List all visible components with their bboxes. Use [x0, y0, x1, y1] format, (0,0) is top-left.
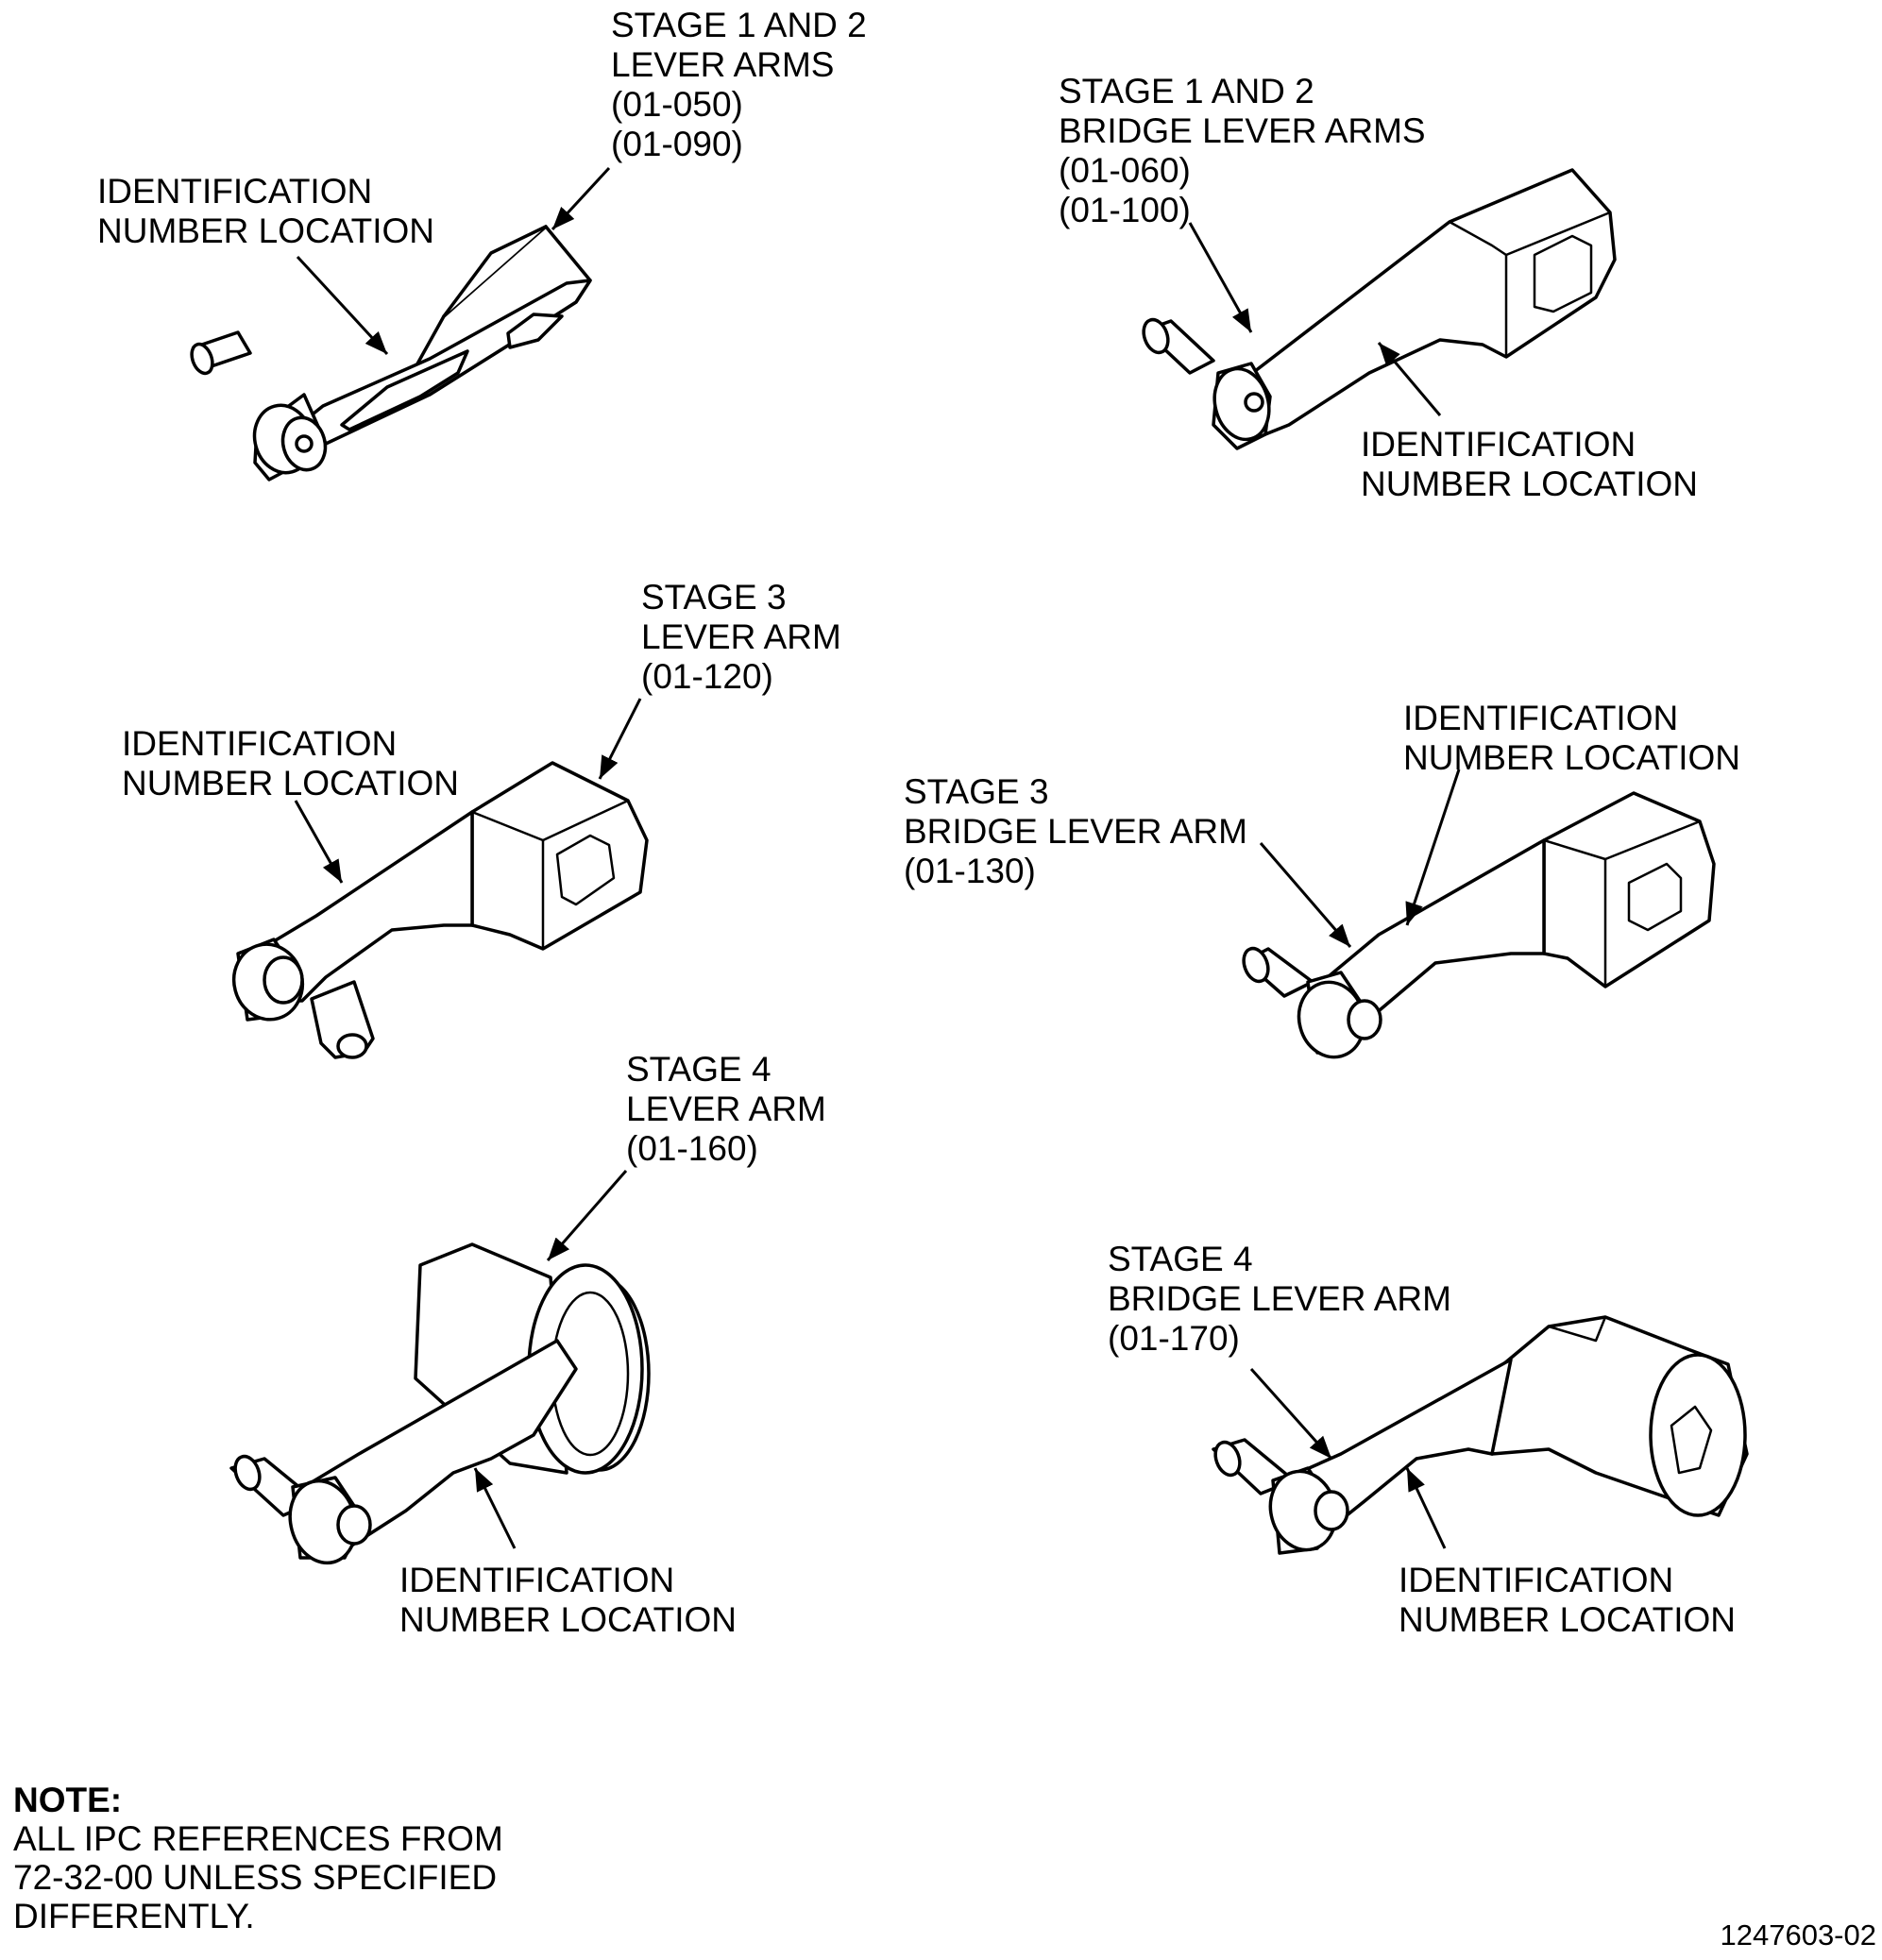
leader-s12-bridge	[1188, 222, 1253, 333]
callout-line: (01-130)	[904, 852, 1036, 890]
stage-3-bridge-lever-arm-part	[1242, 791, 1716, 1059]
leader-s12-lever	[551, 166, 611, 231]
stage-1-2-lever-arm-part	[190, 225, 592, 482]
callout-line: (01-100)	[1059, 191, 1191, 229]
note-block: NOTE: ALL IPC REFERENCES FROM 72-32-00 U…	[13, 1781, 503, 1935]
figure-number: 1247603-02	[1720, 1918, 1877, 1952]
callout-line: NUMBER LOCATION	[1399, 1600, 1737, 1639]
callout-line: NUMBER LOCATION	[399, 1600, 738, 1639]
callout-line: (01-120)	[641, 657, 773, 696]
note-line: ALL IPC REFERENCES FROM	[13, 1819, 503, 1858]
callout-line: (01-090)	[611, 125, 743, 163]
callout-line: (01-050)	[611, 85, 743, 124]
leader-s12-lever-id	[296, 255, 389, 356]
leader-s12-bridge-id	[1377, 342, 1442, 416]
callout-line: STAGE 1 AND 2	[611, 6, 867, 44]
callout-line: IDENTIFICATION	[97, 172, 373, 211]
callout-line: NUMBER LOCATION	[97, 211, 435, 250]
stage-3-lever-arm-part	[231, 761, 649, 1059]
leader-s3-bridge	[1259, 842, 1352, 948]
leader-s4-bridge	[1249, 1367, 1333, 1461]
leader-lines	[294, 166, 1461, 1549]
leader-s3-bridge-id	[1405, 769, 1461, 926]
callout-line: IDENTIFICATION	[399, 1561, 675, 1599]
note-line: 72-32-00 UNLESS SPECIFIED	[13, 1858, 498, 1897]
callout-line: BRIDGE LEVER ARM	[1108, 1279, 1451, 1318]
callout-line: IDENTIFICATION	[1403, 699, 1679, 737]
leader-s3-lever	[598, 698, 642, 780]
callout-line: STAGE 4	[626, 1050, 771, 1089]
leader-s4-bridge-id	[1405, 1467, 1447, 1549]
callout-line: IDENTIFICATION	[122, 724, 398, 763]
callout-line: (01-170)	[1108, 1319, 1240, 1358]
callout-line: STAGE 4	[1108, 1240, 1253, 1278]
callout-line: STAGE 1 AND 2	[1059, 72, 1314, 110]
leader-s4-lever	[546, 1170, 628, 1261]
stage-4-bridge-lever-arm-part	[1212, 1315, 1749, 1555]
callout-line: BRIDGE LEVER ARMS	[1059, 111, 1426, 150]
note-title: NOTE:	[13, 1781, 123, 1819]
callout-line: LEVER ARMS	[611, 45, 835, 84]
note-line: DIFFERENTLY.	[13, 1897, 255, 1935]
stage-1-2-bridge-lever-arm-part	[1142, 168, 1617, 450]
stage-4-lever-arm-part	[229, 1242, 651, 1565]
callout-line: NUMBER LOCATION	[1361, 465, 1699, 503]
leader-s3-lever-id	[294, 800, 344, 884]
callout-line: (01-060)	[1059, 151, 1191, 190]
callout-line: STAGE 3	[641, 578, 787, 617]
callout-line: IDENTIFICATION	[1399, 1561, 1674, 1599]
callout-line: (01-160)	[626, 1129, 758, 1168]
callout-line: STAGE 3	[904, 772, 1049, 811]
callout-line: LEVER ARM	[641, 617, 841, 656]
callout-line: NUMBER LOCATION	[122, 764, 460, 803]
callout-line: BRIDGE LEVER ARM	[904, 812, 1247, 851]
callout-line: IDENTIFICATION	[1361, 425, 1636, 464]
leader-s4-lever-id	[473, 1467, 517, 1549]
callout-line: NUMBER LOCATION	[1403, 738, 1741, 777]
callout-line: LEVER ARM	[626, 1090, 826, 1128]
